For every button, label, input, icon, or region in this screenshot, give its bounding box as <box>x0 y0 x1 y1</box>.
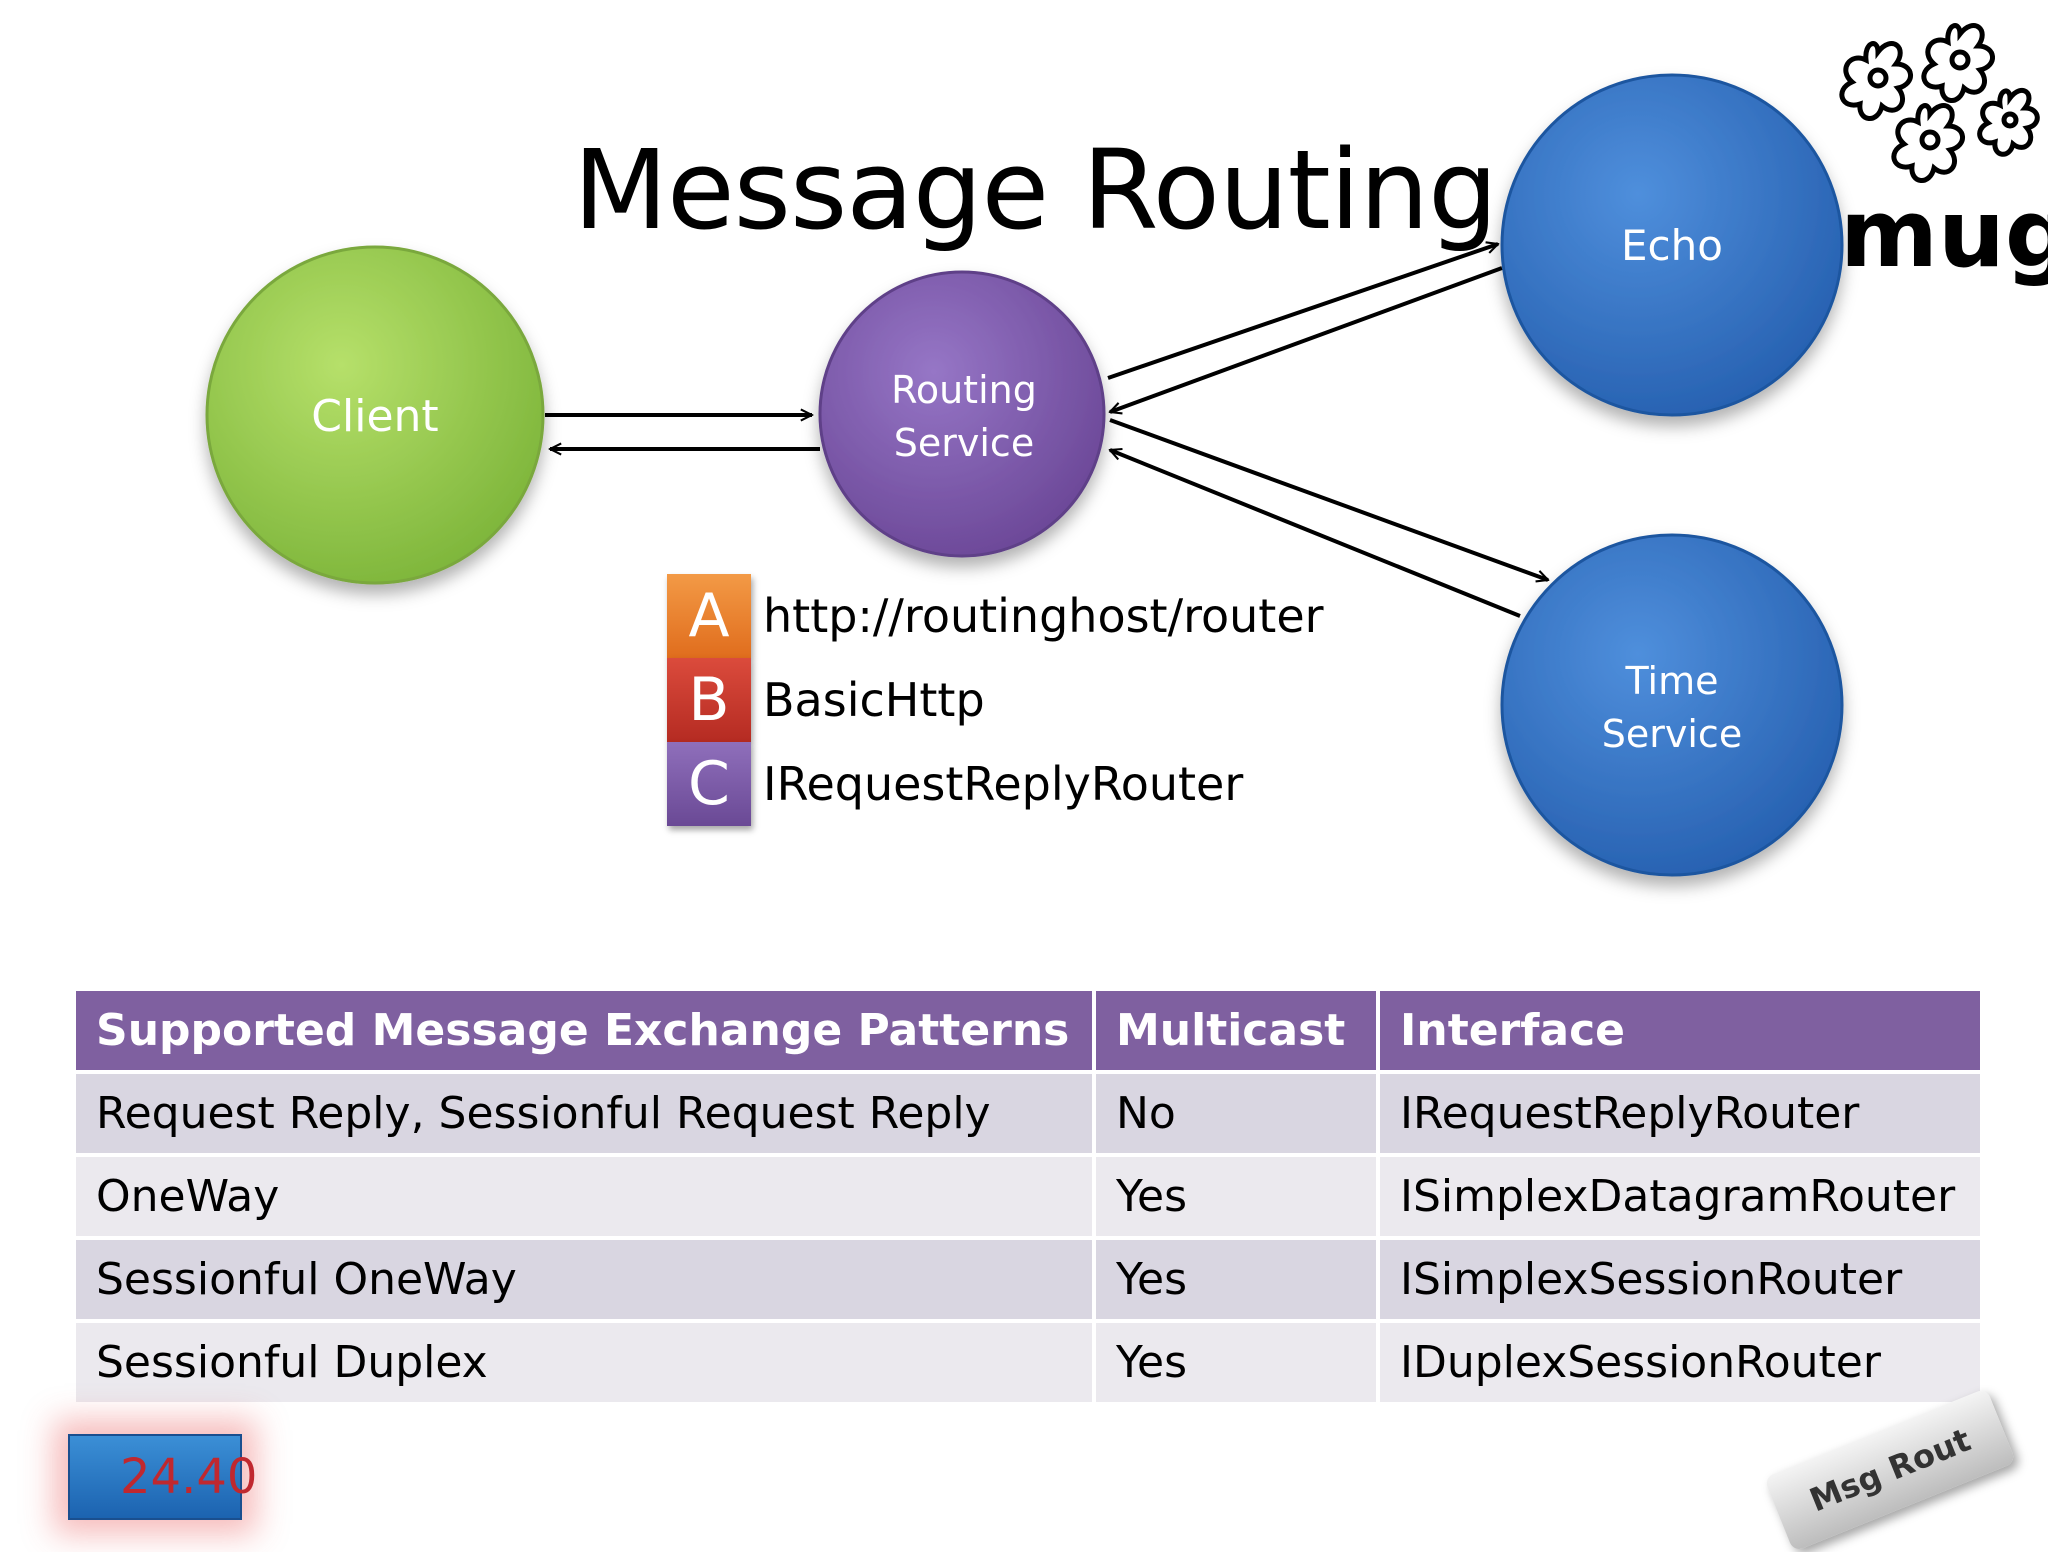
flower-logo <box>1839 23 2040 183</box>
cell-multicast: Yes <box>1092 1319 1380 1406</box>
arrow-time-to-router <box>1110 450 1521 618</box>
exchange-patterns-table: Supported Message Exchange Patterns Mult… <box>72 987 1984 1406</box>
legend-badge-a: A <box>667 574 751 658</box>
client-circle <box>205 245 545 585</box>
client-label: Client <box>311 391 438 442</box>
arrow-router-to-echo <box>1107 244 1498 380</box>
table-row: OneWay Yes ISimplexDatagramRouter <box>72 1153 1984 1240</box>
node-time-service <box>1500 533 1844 877</box>
slide-counter-box: 24.40 <box>58 1420 258 1520</box>
cell-pattern: Request Reply, Sessionful Request Reply <box>72 1070 1096 1157</box>
table-row: Sessionful Duplex Yes IDuplexSessionRout… <box>72 1319 1984 1406</box>
table-row: Request Reply, Sessionful Request Reply … <box>72 1070 1984 1157</box>
cell-multicast: Yes <box>1092 1153 1380 1240</box>
time-service-label-line2: Service <box>1602 712 1742 756</box>
routing-service-label-line2: Service <box>894 421 1034 465</box>
legend-text-b: BasicHttp <box>763 673 985 727</box>
cell-pattern: Sessionful OneWay <box>72 1236 1096 1323</box>
time-service-circle <box>1500 533 1844 877</box>
cell-pattern: Sessionful Duplex <box>72 1319 1096 1406</box>
table-row: Sessionful OneWay Yes ISimplexSessionRou… <box>72 1236 1984 1323</box>
connectors <box>545 244 1548 618</box>
logo-text: mugh <box>1840 180 2048 289</box>
routing-service-circle <box>818 270 1106 558</box>
header-patterns: Supported Message Exchange Patterns <box>72 987 1096 1074</box>
cell-interface: ISimplexSessionRouter <box>1376 1236 1984 1323</box>
legend-text-c: IRequestReplyRouter <box>763 757 1244 811</box>
table-header-row: Supported Message Exchange Patterns Mult… <box>72 987 1984 1074</box>
cell-interface: IDuplexSessionRouter <box>1376 1319 1984 1406</box>
cell-interface: IRequestReplyRouter <box>1376 1070 1984 1157</box>
legend-text-a: http://routinghost/router <box>763 589 1324 643</box>
arrow-echo-to-router <box>1110 266 1503 412</box>
node-echo <box>1500 73 1844 417</box>
time-service-label-line1: Time <box>1625 659 1719 703</box>
cell-multicast: Yes <box>1092 1236 1380 1323</box>
counter-text: 24.40 <box>120 1449 258 1505</box>
counter-front: 24.40 <box>68 1434 258 1520</box>
arrow-router-to-time <box>1109 418 1548 580</box>
cell-pattern: OneWay <box>72 1153 1096 1240</box>
header-multicast: Multicast <box>1092 987 1380 1074</box>
legend-badge-b: B <box>667 658 751 742</box>
node-client <box>205 245 545 585</box>
legend-badge-c: C <box>667 742 751 826</box>
echo-label: Echo <box>1621 221 1723 270</box>
header-interface: Interface <box>1376 987 1984 1074</box>
routing-service-label-line1: Routing <box>891 368 1037 412</box>
page-title: Message Routing <box>573 126 1498 254</box>
cell-interface: ISimplexDatagramRouter <box>1376 1153 1984 1240</box>
cell-multicast: No <box>1092 1070 1380 1157</box>
node-routing-service <box>818 270 1106 558</box>
echo-circle <box>1500 73 1844 417</box>
